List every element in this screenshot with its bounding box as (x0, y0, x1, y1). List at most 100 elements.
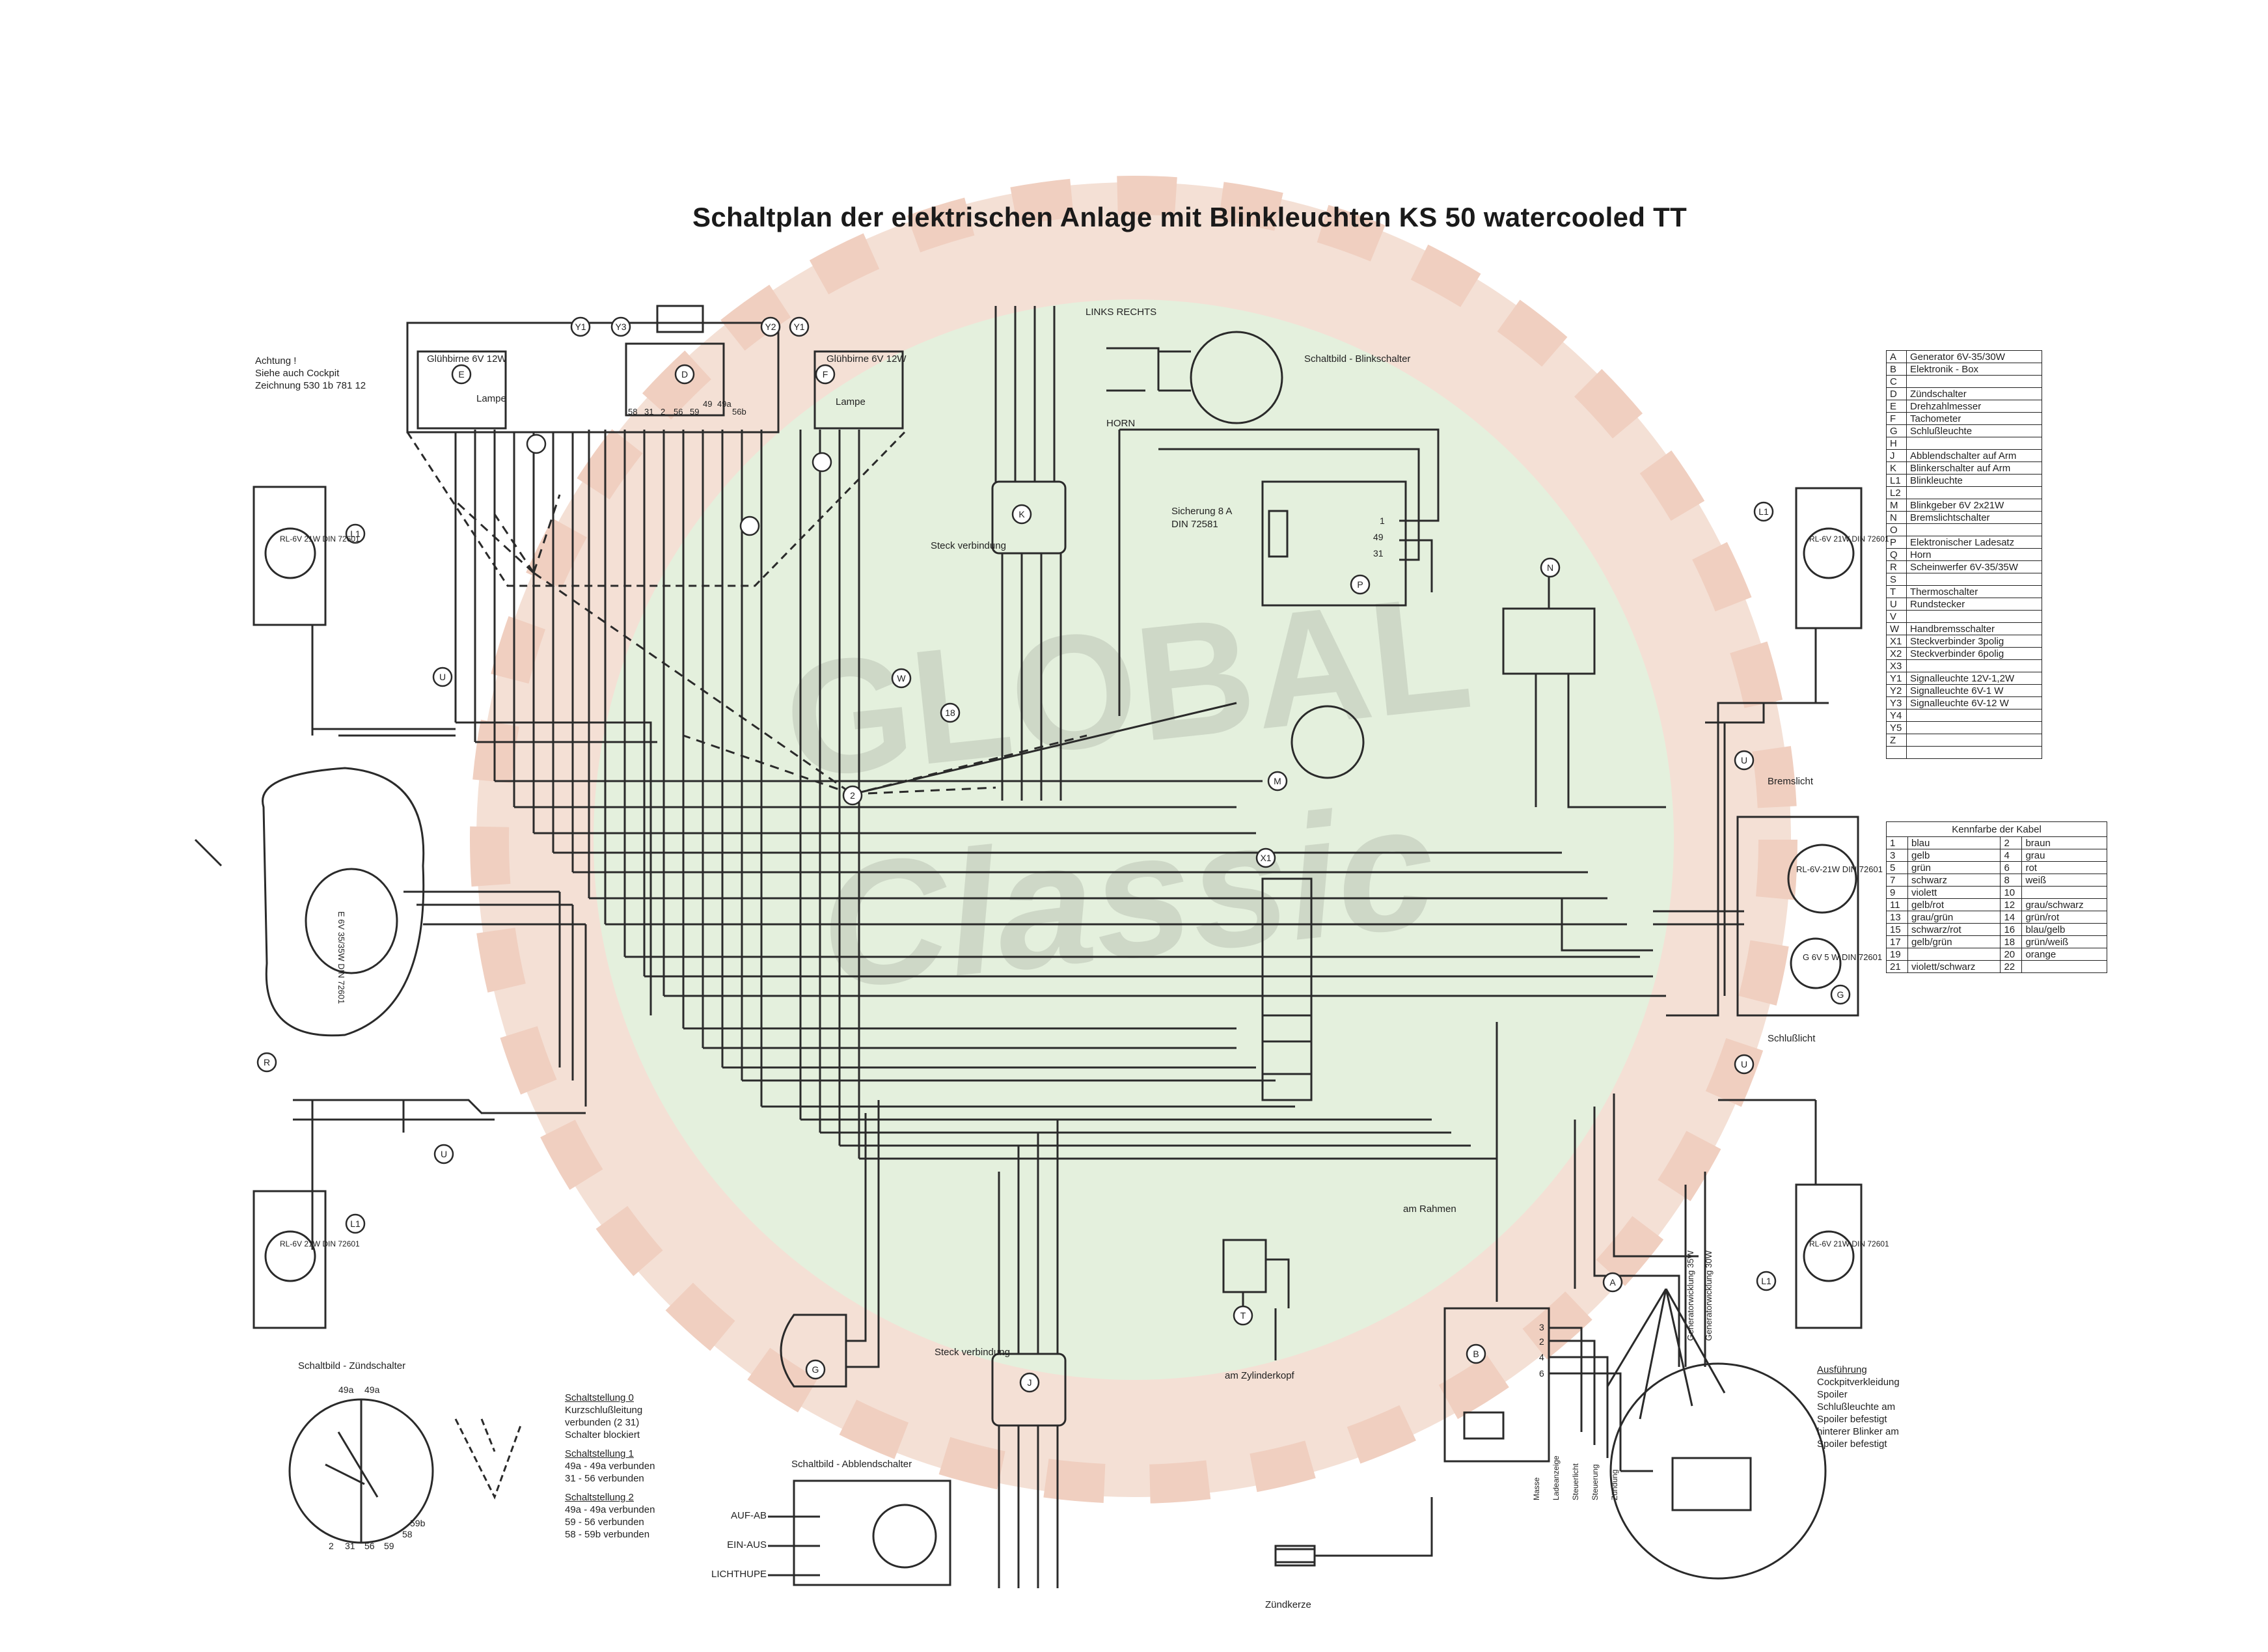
component-row: O (1886, 523, 2042, 536)
ausfuhrung-line-2: Spoiler (1817, 1389, 1848, 1400)
box-pin-3: 3 (1539, 1322, 1544, 1332)
component-name: Zündschalter (1906, 387, 2042, 400)
component-name: Signalleuchte 6V-1 W (1906, 684, 2042, 697)
wire-color-name: grau/grün (1907, 911, 2001, 924)
fuse-element (1268, 510, 1289, 558)
wire-number: 17 (1886, 935, 1908, 948)
wire-color-name (1907, 948, 2001, 961)
component-row: V (1886, 610, 2042, 623)
pin-59: 59 (690, 407, 699, 417)
wire-number: 2 (2000, 836, 2023, 849)
component-code: W (1886, 622, 1907, 635)
achtung-line-3: Zeichnung 530 1b 781 12 (255, 380, 366, 391)
wire-color-name: violett/schwarz (1907, 960, 2001, 973)
component-name: Tachometer (1906, 412, 2042, 425)
right-turn-bulb-top (1803, 527, 1855, 579)
ausfuhrung-line-3: Schlußleuchte am (1817, 1401, 1896, 1412)
marker-y3: Y3 (615, 322, 626, 332)
marker-m: M (1274, 776, 1281, 786)
component-name (1906, 437, 2042, 450)
component-code: Y1 (1886, 672, 1907, 685)
component-name: Elektronischer Ladesatz (1906, 536, 2042, 549)
component-code: Y3 (1886, 696, 1907, 709)
rear-light-g (780, 1314, 847, 1388)
generator-core (1671, 1457, 1752, 1511)
component-row: L2 (1886, 486, 2042, 499)
ausfuhrung-line-1: Cockpitverkleidung (1817, 1377, 1900, 1388)
marker-g-front: G (812, 1364, 819, 1375)
ignition-switch-d (625, 342, 725, 417)
schaltstellung-2-line-3: 58 - 59b verbunden (565, 1529, 650, 1540)
component-code: E (1886, 400, 1907, 413)
rl-lamp-bottom-label: RL-6V 21W DIN 72601 (280, 1239, 360, 1248)
component-code: A (1886, 350, 1907, 363)
component-name: Signalleuchte 12V-1,2W (1906, 672, 2042, 685)
wire-color-name: rot (2021, 861, 2107, 874)
marker-n: N (1547, 562, 1553, 573)
connector-x3 (1261, 1073, 1313, 1101)
steckverbindung-bottom-label: Steck verbindung (935, 1347, 1010, 1358)
links-rechts-label: LINKS RECHTS (1086, 307, 1156, 318)
box-pin-4: 4 (1539, 1352, 1544, 1362)
wire-color-name: gelb/grün (1907, 935, 2001, 948)
component-name (1906, 721, 2042, 734)
pin-49: 49 (703, 399, 712, 409)
cockpit-fairing-outline (406, 431, 906, 587)
tail-lamp-label: G 6V 5 W DIN 72601 (1803, 952, 1882, 962)
zund-pin-49a-1: 49a (338, 1384, 354, 1395)
wire-color-name: schwarz (1907, 874, 2001, 887)
component-code: S (1886, 573, 1907, 586)
steckverbindung-top-label: Steck verbindung (931, 540, 1006, 551)
ausfuhrung-line-5: hinterer Blinker am (1817, 1426, 1899, 1437)
marker-r: R (264, 1057, 270, 1067)
lampe-label-e: Lampe (476, 393, 506, 404)
wire-color-name: violett (1907, 886, 2001, 899)
generator-a (1609, 1362, 1827, 1580)
schaltstellung-notes: Schaltstellung 0 Kurzschlußleitung verbu… (565, 1392, 655, 1541)
blinkgeber-m (1291, 705, 1365, 779)
marker-2: 2 (850, 790, 855, 801)
wire-number: 21 (1886, 960, 1908, 973)
ausfuhrung-line-4: Spoiler befestigt (1817, 1414, 1887, 1425)
component-code: R (1886, 560, 1907, 573)
component-name (1906, 746, 2042, 759)
marker-18: 18 (945, 708, 955, 718)
marker-y1b: Y1 (793, 322, 804, 332)
marker-t: T (1240, 1310, 1246, 1321)
wire-number: 4 (2000, 849, 2023, 862)
ausfuhrung-head: Ausführung (1817, 1364, 1867, 1375)
component-name: Blinkgeber 6V 2x21W (1906, 499, 2042, 512)
marker-y2: Y2 (765, 322, 776, 332)
brake-bulb (1787, 844, 1857, 914)
zund-pin-56: 56 (364, 1541, 375, 1551)
component-row (1886, 746, 2042, 759)
component-name: Blinkleuchte (1906, 474, 2042, 487)
component-code: C (1886, 375, 1907, 388)
marker-k: K (1018, 509, 1025, 519)
pin-2: 2 (661, 407, 665, 417)
component-code: H (1886, 437, 1907, 450)
component-name (1906, 709, 2042, 722)
wire-color-name: weiß (2021, 874, 2107, 887)
wire-number: 6 (2000, 861, 2023, 874)
wire-number: 13 (1886, 911, 1908, 924)
zund-pin-59: 59 (384, 1541, 394, 1551)
rear-right-turn-signals (1795, 487, 1863, 1329)
component-name (1906, 523, 2042, 536)
